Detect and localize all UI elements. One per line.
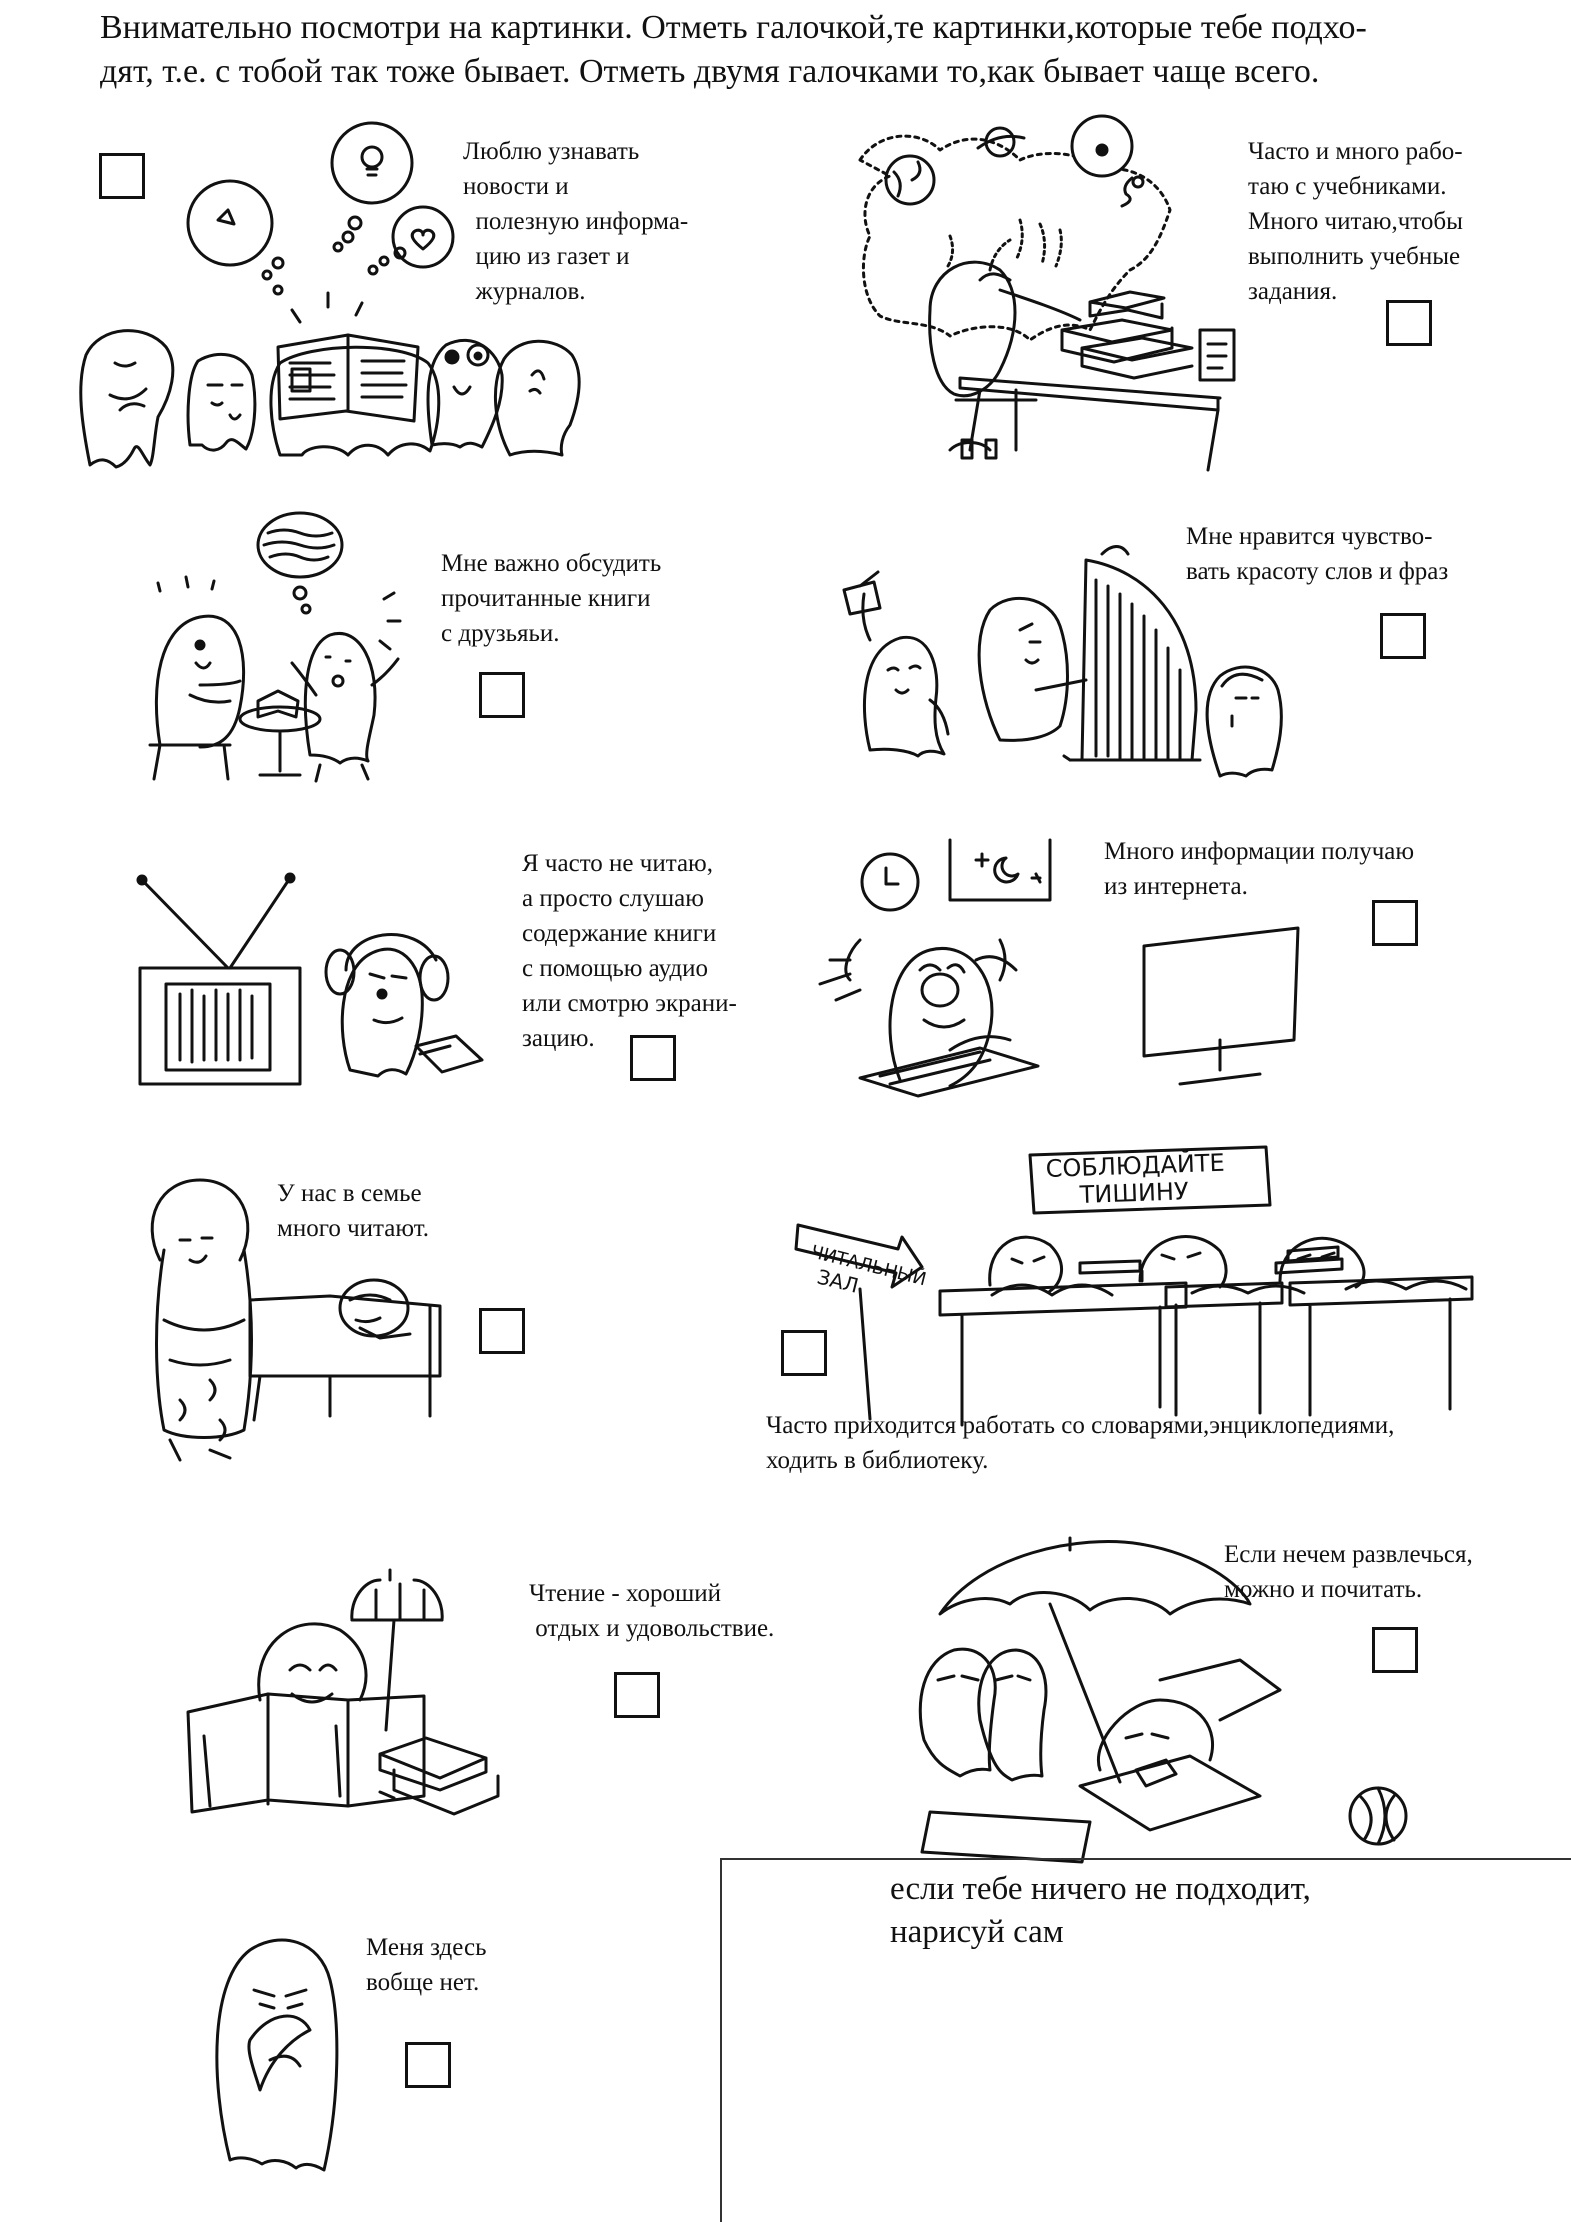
caption-line: или смотрю экрани- <box>522 990 737 1017</box>
draw-hint-line-1: если тебе ничего не подходит, <box>890 1871 1311 1907</box>
caption-line: Много читаю,чтобы <box>1248 208 1463 235</box>
caption-line: вать красоту слов и фраз <box>1186 558 1449 585</box>
caption-line: Мне важно обсудить <box>441 550 662 577</box>
checkbox-family[interactable] <box>479 1308 525 1354</box>
caption-line: с друзьяьи. <box>441 620 560 647</box>
caption-line: много читают. <box>277 1215 430 1242</box>
caption-line: Меня здесь <box>366 1934 487 1961</box>
caption-leisure: Чтение - хороший отдых и удовольствие. <box>529 1576 774 1646</box>
caption-line: можно и почитать. <box>1224 1576 1423 1603</box>
caption-audio: Я часто не читаю, а просто слушаю содерж… <box>522 846 737 1056</box>
caption-line: прочитанные книги <box>441 585 651 612</box>
checkbox-audio[interactable] <box>630 1035 676 1081</box>
caption-line: зацию. <box>522 1025 595 1052</box>
checkbox-beauty[interactable] <box>1380 613 1426 659</box>
relaxing-reader-illustration <box>186 1568 500 1816</box>
silence-sign-line-1: СОБЛЮДАЙТЕ <box>1045 1148 1225 1183</box>
caption-line: вобще нет. <box>366 1969 480 1996</box>
caption-line: с помощью аудио <box>522 955 708 982</box>
student-with-textbooks-illustration <box>858 114 1236 472</box>
draw-your-own-hint: если тебе ничего не подходит, нарисуй са… <box>890 1868 1311 1954</box>
caption-line: Часто и много рабо- <box>1248 138 1463 165</box>
caption-line: а просто слушаю <box>522 885 704 912</box>
caption-none: Меня здесь вобще нет. <box>366 1930 486 2000</box>
caption-library: Часто приходится работать со словарями,э… <box>766 1408 1394 1478</box>
caption-line: новости и <box>463 173 569 200</box>
draw-your-own-area[interactable] <box>720 1858 1571 2222</box>
caption-family: У нас в семье много читают. <box>277 1176 429 1246</box>
news-readers-illustration <box>79 121 581 469</box>
caption-bored: Если нечем развлечься, можно и почитать. <box>1224 1537 1473 1607</box>
caption-line: Люблю узнавать <box>463 138 640 165</box>
caption-textbooks: Часто и много рабо- таю с учебниками. Мн… <box>1248 134 1463 309</box>
caption-internet: Много информации получаю из интернета. <box>1104 834 1414 904</box>
caption-beauty: Мне нравится чувство- вать красоту слов … <box>1186 519 1448 589</box>
checkbox-internet[interactable] <box>1372 900 1418 946</box>
checkbox-leisure[interactable] <box>614 1672 660 1718</box>
caption-line: задания. <box>1248 278 1338 305</box>
beach-reading-illustration <box>918 1536 1408 1864</box>
instruction-text: Внимательно посмотри на картинки. Отметь… <box>100 6 1540 94</box>
caption-line: цию из газет и <box>463 243 630 270</box>
caption-line: Часто приходится работать со словарями,э… <box>766 1412 1395 1439</box>
harp-and-performers-illustration <box>842 545 1283 778</box>
reading-hall-illustration: СОБЛЮДАЙТЕ ТИШИНУ ЧИТАЛЬНЫЙ ЗАЛ <box>794 1145 1474 1427</box>
caption-line: Если нечем развлечься, <box>1224 1541 1473 1568</box>
instruction-line-1: Внимательно посмотри на картинки. Отметь… <box>100 9 1367 46</box>
silence-sign-line-2: ТИШИНУ <box>1078 1177 1189 1209</box>
caption-line: Я часто не читаю, <box>522 850 713 877</box>
tv-and-headphones-illustration <box>136 872 484 1086</box>
instruction-line-2: дят, т.е. с тобой так тоже бывает. Отмет… <box>100 53 1320 90</box>
computer-user-illustration <box>818 838 1300 1098</box>
caption-line: Мне нравится чувство- <box>1186 523 1433 550</box>
checkbox-bored[interactable] <box>1372 1627 1418 1673</box>
checkbox-textbooks[interactable] <box>1386 300 1432 346</box>
caption-discuss: Мне важно обсудить прочитанные книги с д… <box>441 546 661 651</box>
caption-news: Люблю узнавать новости и полезную информ… <box>463 134 688 309</box>
caption-line: содержание книги <box>522 920 717 947</box>
caption-line: таю с учебниками. <box>1248 173 1447 200</box>
caption-line: У нас в семье <box>277 1180 422 1207</box>
caption-line: выполнить учебные <box>1248 243 1461 270</box>
checkbox-discuss[interactable] <box>479 672 525 718</box>
grumpy-character-illustration <box>215 1938 339 2172</box>
caption-line: журналов. <box>463 278 586 305</box>
checkbox-library[interactable] <box>781 1330 827 1376</box>
caption-line: Чтение - хороший <box>529 1580 722 1607</box>
caption-line: полезную информа- <box>463 208 689 235</box>
friends-discussing-books-illustration <box>148 511 402 783</box>
draw-hint-line-2: нарисуй сам <box>890 1914 1064 1950</box>
caption-line: Много информации получаю <box>1104 838 1415 865</box>
family-reading-illustration <box>150 1178 442 1462</box>
checkbox-none[interactable] <box>405 2042 451 2088</box>
caption-line: из интернета. <box>1104 873 1248 900</box>
checkbox-news[interactable] <box>99 153 145 199</box>
caption-line: отдых и удовольствие. <box>529 1615 775 1642</box>
caption-line: ходить в библиотеку. <box>766 1447 989 1474</box>
